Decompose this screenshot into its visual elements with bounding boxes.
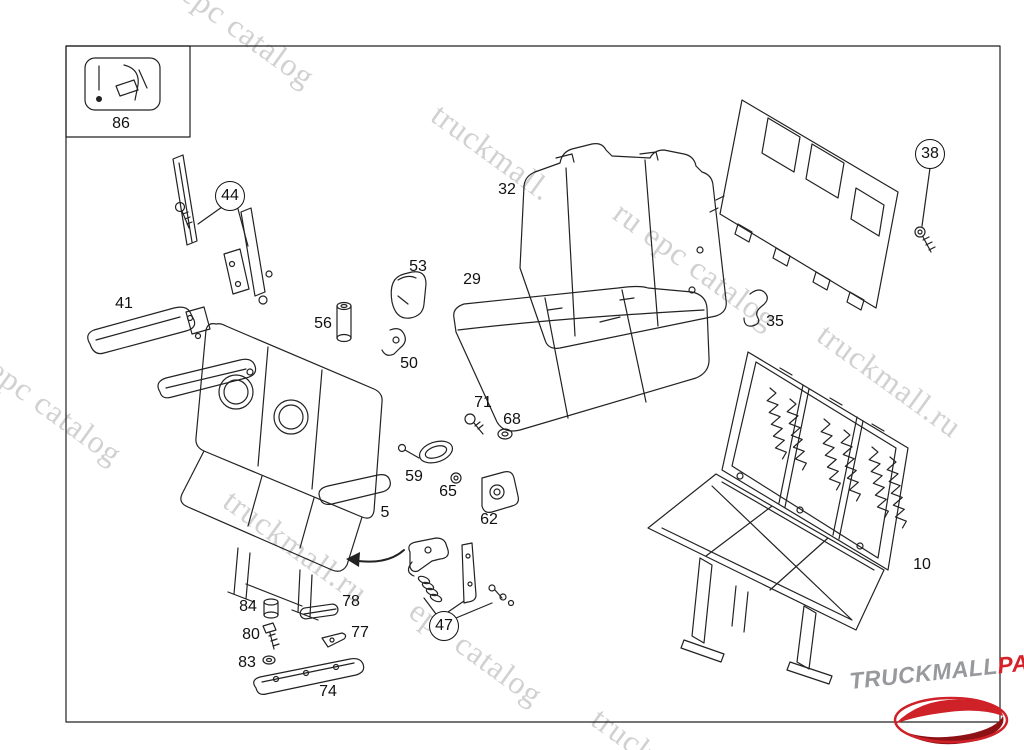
part-callout-68[interactable]: 68: [503, 411, 521, 428]
part-84-art: [263, 598, 279, 619]
part-callout-65[interactable]: 65: [439, 483, 457, 500]
part-callout-41[interactable]: 41: [115, 295, 133, 312]
leader-line-38: [921, 167, 931, 227]
part-callout-62[interactable]: 62: [480, 511, 498, 528]
instruction-pictogram-86: [65, 45, 191, 138]
part-callout-53[interactable]: 53: [409, 258, 427, 275]
part-32-art: [519, 143, 727, 349]
part-callout-32[interactable]: 32: [498, 181, 516, 198]
part-47-art: [407, 537, 515, 619]
part-68-art: [497, 428, 513, 440]
screw-38: [914, 226, 936, 253]
part-53-art: [390, 271, 427, 319]
part-callout-86[interactable]: 86: [112, 115, 130, 132]
part-56-art: [336, 301, 352, 343]
part-callout-44[interactable]: 44: [215, 181, 245, 211]
part-callout-38[interactable]: 38: [915, 139, 945, 169]
fold-direction-arrow: [351, 549, 405, 563]
part-10-art: [647, 351, 909, 685]
part-callout-47[interactable]: 47: [429, 611, 459, 641]
buckle-icon: [115, 79, 139, 97]
part-80-art: [262, 622, 280, 650]
logo-swirl-icon: [893, 696, 1009, 745]
part-59-art: [397, 440, 454, 464]
part-callout-71[interactable]: 71: [474, 394, 492, 411]
belt-strap-icon: [123, 64, 139, 101]
part-71-art: [464, 413, 484, 435]
leader-line-44: [197, 206, 249, 247]
brand-logo: TRUCKMALLPARTS: [845, 644, 1024, 748]
part-65-art: [450, 472, 462, 484]
part-77-art: [321, 632, 347, 648]
part-callout-59[interactable]: 59: [405, 468, 423, 485]
part-callout-10[interactable]: 10: [913, 556, 931, 573]
part-callout-56[interactable]: 56: [314, 315, 332, 332]
part-callout-5[interactable]: 5: [380, 504, 390, 521]
part-callout-50[interactable]: 50: [400, 355, 418, 372]
part-5-art: [157, 323, 405, 621]
part-callout-35[interactable]: 35: [766, 313, 784, 330]
part-callout-77[interactable]: 77: [351, 624, 369, 641]
part-62-art: [481, 471, 519, 513]
part-callout-74[interactable]: 74: [319, 683, 337, 700]
part-41-art: [87, 306, 211, 355]
part-38-art: [709, 99, 936, 311]
part-50-art: [381, 328, 406, 356]
part-callout-83[interactable]: 83: [238, 654, 256, 671]
part-78-art: [299, 603, 339, 620]
part-callout-78[interactable]: 78: [342, 593, 360, 610]
part-callout-29[interactable]: 29: [463, 271, 481, 288]
part-74-art: [253, 657, 365, 695]
drawing-frame: [65, 45, 1001, 723]
part-35-art: [743, 289, 768, 327]
part-83-art: [262, 655, 276, 665]
part-callout-80[interactable]: 80: [242, 626, 260, 643]
leader-line-47: [423, 597, 493, 619]
part-29-art: [453, 285, 710, 432]
part-callout-84[interactable]: 84: [239, 598, 257, 615]
part-44-art: [172, 154, 273, 305]
